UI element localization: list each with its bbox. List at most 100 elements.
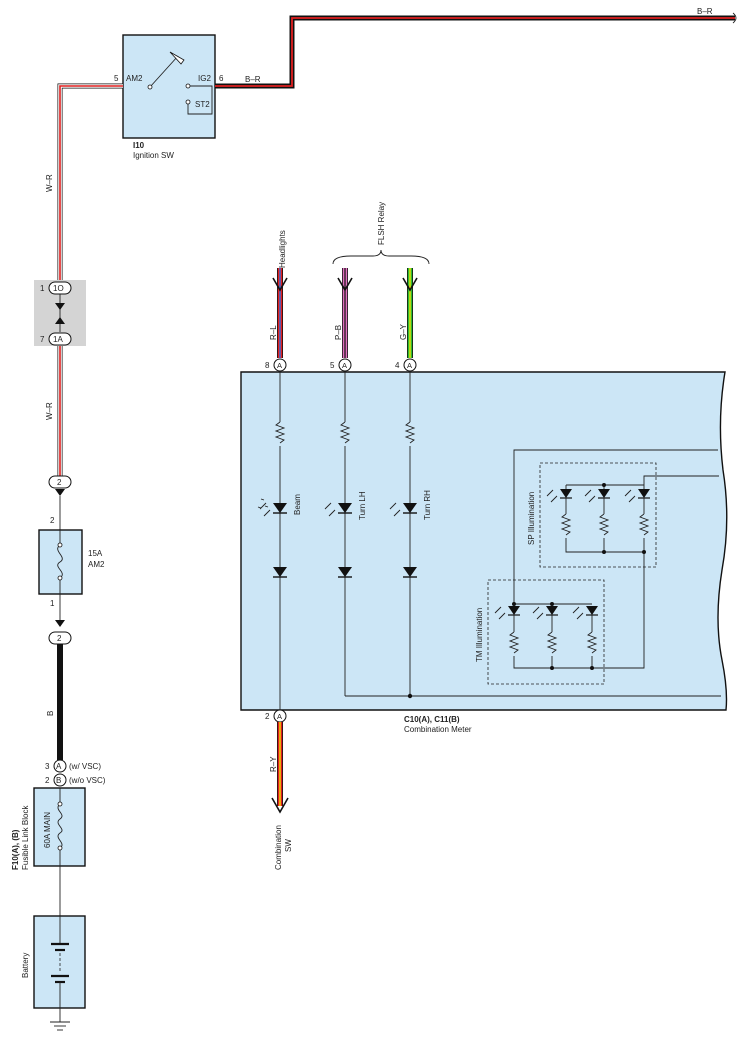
fuse-pin-bottom: 1 [50,599,55,608]
label-am2: AM2 [126,74,143,83]
turn-lh-label: Turn LH [358,491,367,520]
connector-arrow-icon [55,620,65,627]
fuse-icon [57,544,63,579]
beam-label: Beam [293,494,302,515]
sp-illumination-label: SP Illumination [527,492,536,545]
resistor-icon [638,513,650,536]
tm-illumination-box [487,579,605,685]
resistor-icon [508,631,520,654]
pin-6: 6 [219,74,224,83]
flsh-relay-label: FLSH Relay [377,202,386,245]
wire-b-r-top-label: B–R [697,7,713,16]
resistor-icon [560,513,572,536]
light-rays-icon [257,498,267,510]
fusible-link-rating: 60A MAIN [43,812,52,848]
wire-b-r-label: B–R [245,75,261,84]
flsh-relay-brace [332,249,430,265]
tm-illumination: TM Illumination [475,579,605,685]
junction-upper-pin: 1 [40,284,45,293]
connector-arrow-icon [55,489,65,496]
resistor-icon [598,513,610,536]
fuse-name: AM2 [88,560,105,569]
wire-break-icon [732,12,737,24]
resistor-icon [586,631,598,654]
fusible-link-pins: A 3 (w/ VSC) B 2 (w/o VSC) [45,759,106,787]
ignition-switch-name: Ignition SW [133,151,174,160]
ignition-switch-id: I10 [133,141,145,150]
battery-label: Battery [21,953,30,978]
fusible-link-block: 60A MAIN F10(A), (B) Fusible Link Block [11,787,86,916]
pin-conn-a: A [342,361,347,370]
pin-a-label: A [56,762,62,771]
combination-sw-label-2: SW [284,839,293,852]
resistor-icon [404,421,416,444]
wire-b-label: B [46,711,55,716]
pin-conn-a: A [407,361,412,370]
fusible-link-icon [57,803,63,849]
pin-a-num: 3 [45,762,50,771]
pin-b-num: 2 [45,776,50,785]
pin-5: 5 [114,74,119,83]
wire-b-r: B–R B–R [215,7,737,89]
meter-circuits: Beam Turn LH Turn RH [257,371,721,710]
pin-4: 4 [395,361,400,370]
junction-lower-label: 1A [53,335,63,344]
light-rays-icon [324,502,336,517]
tm-illumination-label: TM Illumination [475,608,484,662]
wire-p-b-label: P–B [334,325,343,340]
turn-rh-label: Turn RH [423,490,432,520]
light-rays-icon [494,606,584,620]
connector-2-upper: 2 [48,475,72,530]
fusible-link-name: Fusible Link Block [21,805,30,870]
wire-w-r: W–R W–R [45,83,123,476]
fuse-rating: 15A [88,549,103,558]
sp-illumination: SP Illumination [527,462,657,568]
connector-2-lower-label: 2 [57,634,62,643]
meter-id: C10(A), C11(B) [404,715,460,724]
pin-b-label: B [56,776,61,785]
resistor-icon [339,421,351,444]
pin-2: 2 [265,712,270,721]
resistor-icon [274,421,286,444]
wire-b: B [46,644,63,760]
combination-meter-box [240,371,728,711]
light-rays-icon [546,489,636,503]
fusible-link-id: F10(A), (B) [11,829,20,870]
label-st2: ST2 [195,100,210,109]
label-ig2: IG2 [198,74,211,83]
connector-arrow-icon [55,317,65,324]
resistor-icon [546,631,558,654]
arrow-down-icon [272,277,288,292]
pin-b-note: (w/o VSC) [69,776,106,785]
wire-r-y: R–Y Combination SW [269,722,293,870]
meter-pins: A 8 A 5 A 4 A 2 [265,358,417,723]
connector-arrow-icon [55,303,65,310]
pin-8: 8 [265,361,270,370]
junction-connector: 1O 1 1A 7 [34,280,86,346]
external-labels: Headlights FLSH Relay [278,202,430,268]
ignition-switch-lever [149,55,179,88]
combination-sw-label-1: Combination [274,825,283,870]
junction-upper-label: 1O [53,284,64,293]
wire-r-y-label: R–Y [269,756,278,772]
battery: Battery [21,915,86,1031]
arrow-down-icon [337,277,353,292]
pin-conn-a: A [277,712,282,721]
switch-lever-tip-icon [169,51,185,65]
input-wires: R–L P–B G–Y [269,268,418,358]
pin-5: 5 [330,361,335,370]
sp-illumination-box [539,462,657,568]
light-rays-icon [389,502,401,517]
pin-a-note: (w/ VSC) [69,762,101,771]
wire-w-r-lower-label: W–R [45,402,54,420]
meter-name: Combination Meter [404,725,472,734]
junction-lower-pin: 7 [40,335,45,344]
connector-2-lower: 2 [48,620,72,645]
headlights-label: Headlights [278,230,287,268]
ignition-switch-box [122,34,216,139]
fuse-am2: 2 1 15A AM2 [38,516,105,620]
connector-2-upper-label: 2 [57,478,62,487]
wire-r-l-label: R–L [269,325,278,340]
ignition-switch: AM2 IG2 ST2 5 6 I10 Ignition SW [114,34,224,160]
